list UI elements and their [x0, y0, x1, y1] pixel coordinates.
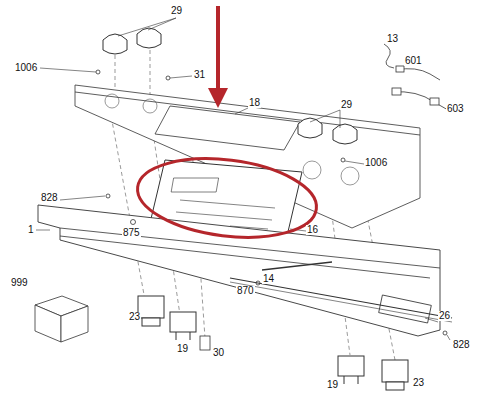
callout-number: 29 [170, 6, 183, 16]
callout-number: 999 [10, 278, 29, 288]
callout-number: 603 [446, 104, 465, 114]
callout-number: 828 [452, 340, 471, 350]
callout-number: 19 [326, 380, 339, 390]
callout-number: 1006 [14, 63, 38, 73]
callout-number: 870 [236, 286, 255, 296]
callout-number: 29 [340, 100, 353, 110]
callout-number: 30 [212, 348, 225, 358]
callout-number: 14 [262, 274, 275, 284]
callout-number: 31 [193, 70, 206, 80]
callout-number: 875 [122, 228, 141, 238]
callout-number: 1 [27, 225, 35, 235]
callout-number: 828 [40, 193, 59, 203]
callout-number: 13 [386, 34, 399, 44]
callout-number: 26 [438, 311, 451, 321]
callout-number: 23 [412, 378, 425, 388]
highlight-ellipse [133, 149, 321, 246]
callout-number: 1006 [364, 158, 388, 168]
callout-number: 23 [128, 312, 141, 322]
highlight-arrow [216, 6, 220, 98]
callout-number: 16 [306, 225, 319, 235]
callout-number: 18 [248, 98, 261, 108]
callout-number: 601 [404, 56, 423, 66]
callout-number: 19 [176, 344, 189, 354]
